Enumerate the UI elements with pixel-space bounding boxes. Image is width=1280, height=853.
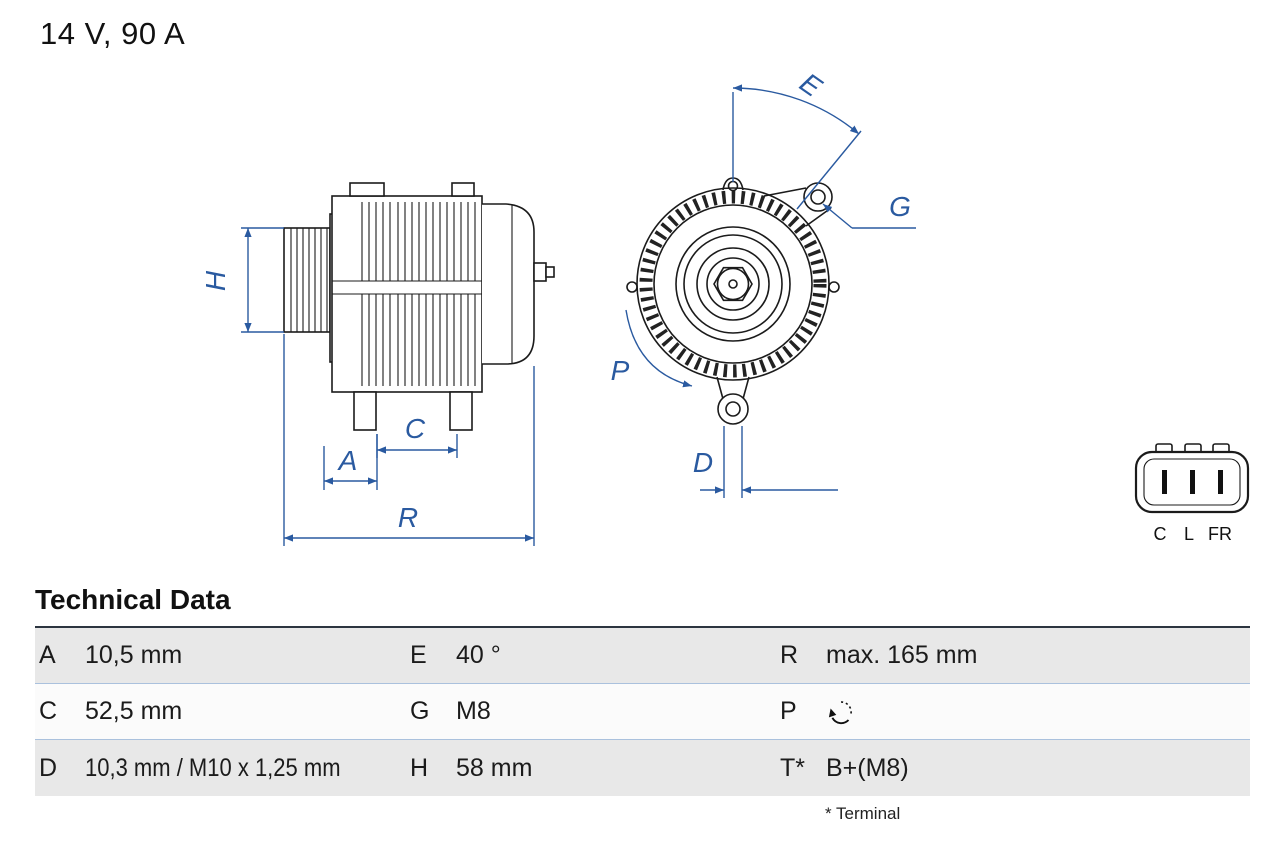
side-ears	[626, 281, 840, 293]
spec-cell-r: R max. 165 mm	[770, 628, 1250, 683]
spec-cell-c: C 52,5 mm	[35, 684, 400, 739]
connector-pin	[1190, 470, 1195, 494]
spec-key: T*	[780, 753, 805, 782]
housing-circles	[636, 187, 830, 381]
spec-value: 40 °	[456, 641, 501, 669]
spec-cell-e: E 40 °	[400, 628, 770, 683]
technical-data-section: Technical Data A 10,5 mm E 40 ° R max. 1…	[35, 584, 1250, 824]
plug-connector: C L FR	[1134, 443, 1250, 544]
spec-value: 52,5 mm	[85, 697, 183, 725]
spec-value: 10,3 mm / M10 x 1,25 mm	[85, 753, 341, 782]
mounting-foot-left	[353, 391, 377, 431]
mounting-lug-bottom	[716, 376, 750, 425]
terminal-footnote: * Terminal	[825, 804, 901, 823]
rotation-direction-value	[826, 697, 856, 727]
shaft-nut	[713, 266, 753, 302]
spec-key: C	[39, 697, 58, 725]
spec-cell-t: T* B+(M8)	[770, 740, 1250, 796]
dimension-e: E	[732, 67, 862, 210]
connector-pin-label-fr: FR	[1208, 524, 1232, 544]
spec-value: 58 mm	[456, 753, 533, 782]
spec-key: D	[39, 753, 58, 782]
alternator-side-view: H A C R	[200, 182, 555, 546]
spec-value: M8	[456, 697, 491, 725]
dim-label-e: E	[794, 67, 827, 103]
spec-cell-a: A 10,5 mm	[35, 628, 400, 683]
dim-label-g: G	[889, 191, 911, 222]
rotation-direction-p: P	[611, 309, 693, 388]
connector-pin	[1162, 470, 1167, 494]
technical-data-table: A 10,5 mm E 40 ° R max. 165 mm C 52,5 mm	[35, 626, 1250, 796]
connector-pin-label-l: L	[1184, 524, 1194, 544]
dimension-d: D	[693, 426, 838, 498]
spec-key: E	[410, 641, 427, 669]
counterclockwise-rotation-icon	[828, 700, 852, 724]
dim-label-p: P	[611, 355, 630, 386]
connector-pin-label-c: C	[1154, 524, 1167, 544]
spec-key: H	[410, 753, 429, 782]
dim-label-r: R	[398, 502, 418, 533]
stator-body	[331, 182, 483, 431]
dimension-g: G	[822, 191, 916, 229]
rear-cover	[482, 203, 555, 365]
alternator-front-view: E G P D	[611, 67, 916, 498]
spec-value: max. 165 mm	[826, 641, 978, 669]
table-row: C 52,5 mm G M8 P	[35, 684, 1250, 740]
spec-key: A	[39, 641, 56, 669]
spec-key: G	[410, 697, 430, 725]
connector-pin	[1218, 470, 1223, 494]
table-row: D 10,3 mm / M10 x 1,25 mm H 58 mm T* B+(…	[35, 740, 1250, 796]
pulley	[283, 227, 331, 333]
dim-label-c: C	[405, 413, 426, 444]
spec-cell-d: D 10,3 mm / M10 x 1,25 mm	[35, 740, 400, 796]
table-row: A 10,5 mm E 40 ° R max. 165 mm	[35, 628, 1250, 684]
mounting-foot-right	[449, 391, 473, 431]
spec-key: P	[780, 697, 797, 725]
dim-label-a: A	[337, 445, 358, 476]
spec-cell-h: H 58 mm	[400, 740, 770, 796]
voltage-amperage-title: 14 V, 90 A	[40, 16, 186, 51]
alternator-technical-drawing: H A C R	[200, 67, 1250, 546]
stator-slot-band	[639, 190, 827, 378]
dimension-c: C	[376, 413, 458, 458]
dimension-h: H	[200, 227, 284, 333]
dim-label-h: H	[200, 270, 231, 291]
technical-data-heading: Technical Data	[35, 584, 231, 615]
dimension-a: A	[323, 434, 378, 490]
spec-cell-g: G M8	[400, 684, 770, 739]
spec-value: B+(M8)	[826, 753, 909, 782]
dim-label-d: D	[693, 447, 713, 478]
spec-key: R	[780, 641, 799, 669]
spec-cell-p: P	[770, 684, 1250, 739]
spec-value: 10,5 mm	[85, 641, 183, 669]
dimension-r: R	[283, 334, 535, 546]
bplus-terminal	[533, 262, 547, 282]
